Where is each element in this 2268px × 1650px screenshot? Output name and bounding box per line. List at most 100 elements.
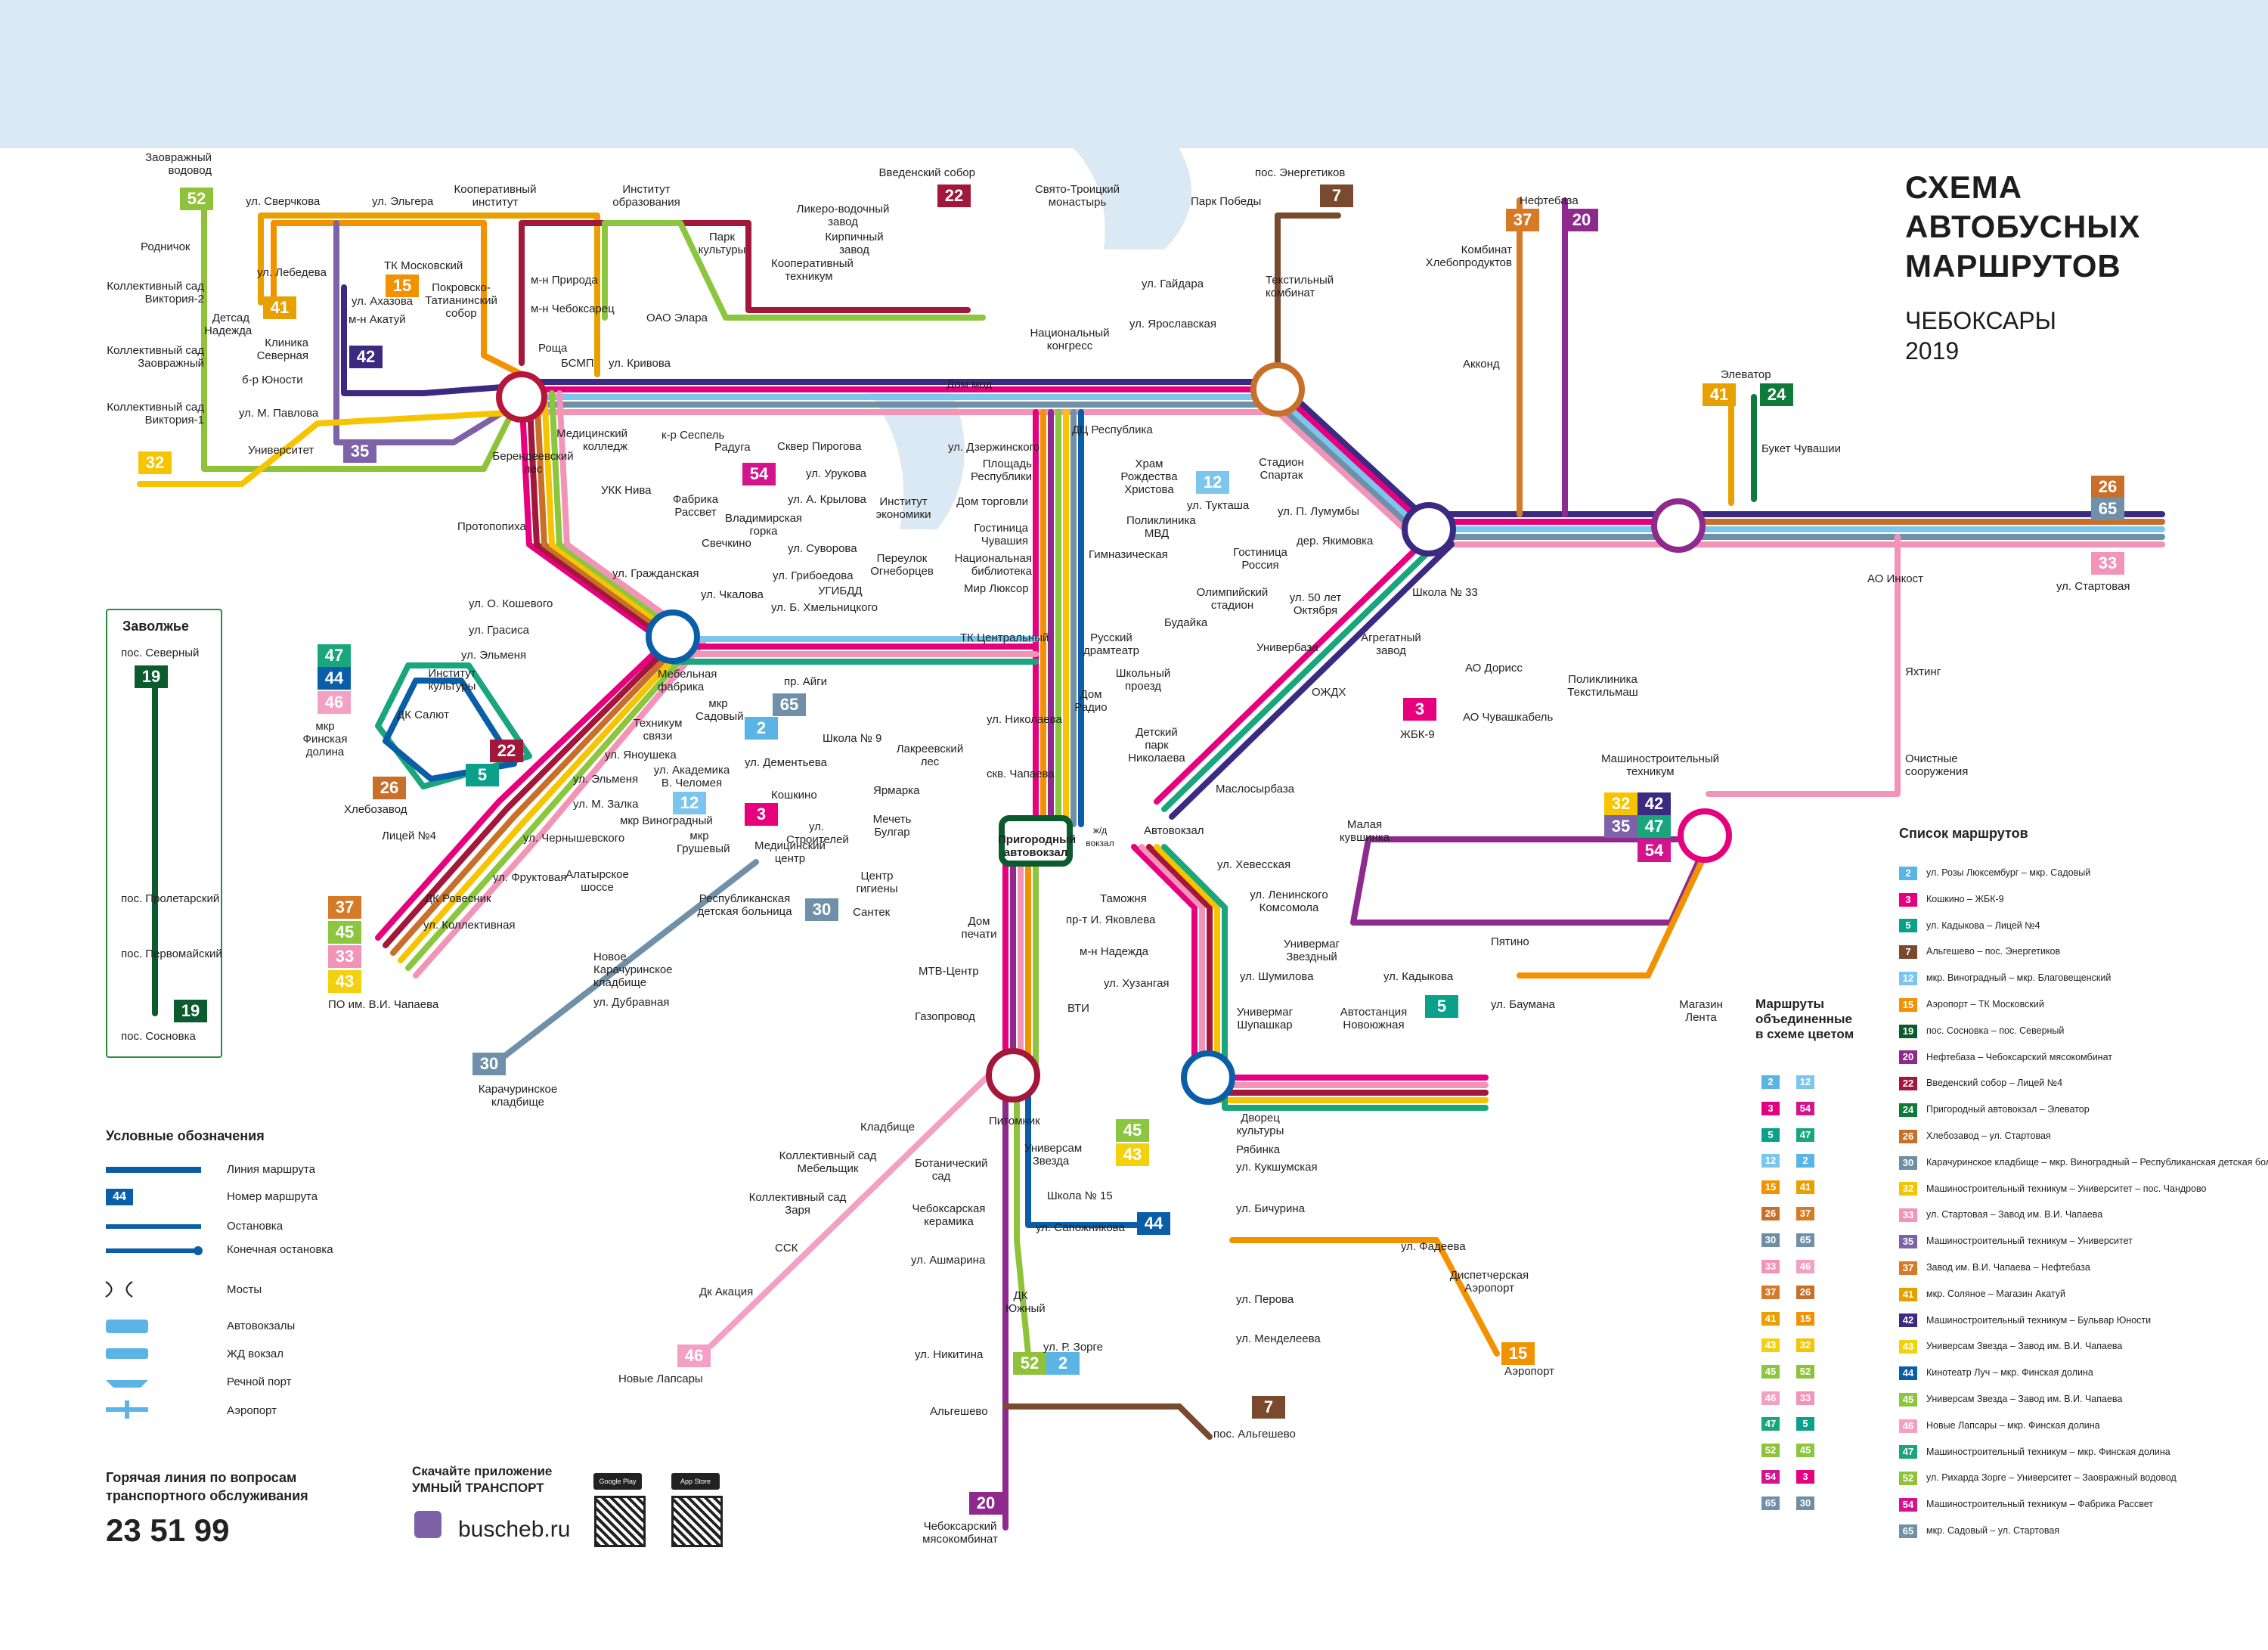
- route-badge-47-east[interactable]: 47: [1637, 815, 1671, 838]
- route-badge-32-east[interactable]: 32: [1604, 792, 1637, 815]
- route-badge-33-east[interactable]: 33: [2091, 552, 2124, 575]
- route-badge-26-west[interactable]: 26: [373, 777, 406, 799]
- route-badge-41[interactable]: 41: [263, 296, 296, 319]
- route-badge-43-zvezda[interactable]: 43: [1116, 1143, 1149, 1166]
- route-badge-54[interactable]: 54: [742, 463, 776, 485]
- route-badge-43-west[interactable]: 43: [328, 970, 361, 993]
- route-badge-42-east[interactable]: 42: [1637, 792, 1671, 815]
- route-list-text: Машиностроительный техникум – Университе…: [1926, 1236, 2133, 1247]
- route-badge-12[interactable]: 12: [1196, 471, 1229, 494]
- route-badge-20-top[interactable]: 20: [1565, 209, 1598, 231]
- route-badge-52-south[interactable]: 52: [1013, 1352, 1046, 1375]
- hotline-number[interactable]: 23 51 99: [106, 1512, 230, 1548]
- route-badge-30-karach[interactable]: 30: [472, 1053, 506, 1075]
- qr-app-store[interactable]: [671, 1496, 723, 1547]
- site-link[interactable]: buscheb.ru: [458, 1517, 571, 1542]
- route-badge-7-top[interactable]: 7: [1320, 185, 1353, 207]
- stop-m-pavlova1: ул. М. Павлова: [239, 407, 319, 420]
- route-badge-3-zhbk[interactable]: 3: [1403, 698, 1436, 721]
- route-badge-5[interactable]: 5: [466, 764, 499, 786]
- route-list-text: ул. Кадыкова – Лицей №4: [1926, 920, 2040, 931]
- route-badge-65-center[interactable]: 65: [773, 693, 806, 716]
- route-badge-5-kadykova[interactable]: 5: [1425, 995, 1458, 1018]
- legend-terminal: Конечная остановка: [227, 1243, 333, 1256]
- route-badge-41-elevator[interactable]: 41: [1703, 383, 1736, 406]
- route-line-47-loop: [375, 662, 532, 789]
- route-badge-2[interactable]: 2: [745, 717, 778, 740]
- route-badge-7-south[interactable]: 7: [1252, 1396, 1285, 1419]
- app-store-button[interactable]: App Store: [671, 1473, 720, 1490]
- route-badge-2-south[interactable]: 2: [1046, 1352, 1080, 1375]
- route-badge-45-zvezda[interactable]: 45: [1116, 1119, 1149, 1142]
- route-badge-33-west[interactable]: 33: [328, 945, 361, 968]
- route-badge-47[interactable]: 47: [318, 644, 351, 667]
- stop-tk-centralny: ТК Центральный: [960, 631, 1049, 644]
- stop-sverchkova: ул. Сверчкова: [246, 195, 321, 208]
- route-badge-32[interactable]: 32: [138, 451, 172, 474]
- route-badge-52[interactable]: 52: [180, 188, 213, 210]
- route-badge-37-west[interactable]: 37: [328, 896, 361, 919]
- app-icon[interactable]: [414, 1511, 442, 1538]
- route-badge-19-north[interactable]: 19: [135, 665, 168, 688]
- route-badge-26-east[interactable]: 26: [2091, 476, 2124, 498]
- route-badge-65-east[interactable]: 65: [2091, 498, 2124, 520]
- route-badge-15-south[interactable]: 15: [1501, 1342, 1535, 1365]
- route-badge-54-east[interactable]: 54: [1637, 839, 1671, 862]
- route-badge-24[interactable]: 24: [1760, 383, 1793, 406]
- qr-google-play[interactable]: [594, 1496, 646, 1547]
- stop-kladbishche: Кладбище: [860, 1121, 916, 1134]
- route-badge-44-south[interactable]: 44: [1137, 1212, 1170, 1235]
- stop-mir-lyuksor: Мир Люксор: [964, 582, 1029, 595]
- google-play-button[interactable]: Google Play: [593, 1473, 642, 1490]
- route-badge-15[interactable]: 15: [386, 274, 419, 297]
- route-badge-46-south[interactable]: 46: [677, 1345, 711, 1367]
- route-badge-19-south[interactable]: 19: [174, 1000, 207, 1022]
- route-badge-44[interactable]: 44: [318, 667, 351, 690]
- stop-a-krylova: ул. А. Крылова: [788, 493, 866, 506]
- stop-dom-torgovli: Дом торговли: [956, 495, 1028, 508]
- stop-dk-akatsiya: Дк Акация: [699, 1286, 754, 1298]
- route-badge-45-west[interactable]: 45: [328, 921, 361, 944]
- route-badge-12-vinograd[interactable]: 12: [673, 792, 706, 814]
- route-badge-22[interactable]: 22: [490, 740, 523, 762]
- route-badge-35[interactable]: 35: [343, 440, 376, 463]
- route-badge-30-santek[interactable]: 30: [805, 898, 838, 921]
- stop-lakreevsky: Лакреевский лес: [896, 743, 964, 768]
- route-badge-42[interactable]: 42: [349, 346, 383, 368]
- route-badge-46[interactable]: 46: [318, 691, 351, 714]
- combined-pair-badge: 41: [1796, 1180, 1814, 1195]
- route-badge-20-south[interactable]: 20: [969, 1492, 1002, 1515]
- route-badge-22-top[interactable]: 22: [937, 185, 971, 207]
- route-badge-37-top[interactable]: 37: [1506, 209, 1539, 231]
- route-badge-35-east[interactable]: 35: [1604, 815, 1637, 838]
- route-badge-3-koshkino[interactable]: 3: [745, 803, 778, 826]
